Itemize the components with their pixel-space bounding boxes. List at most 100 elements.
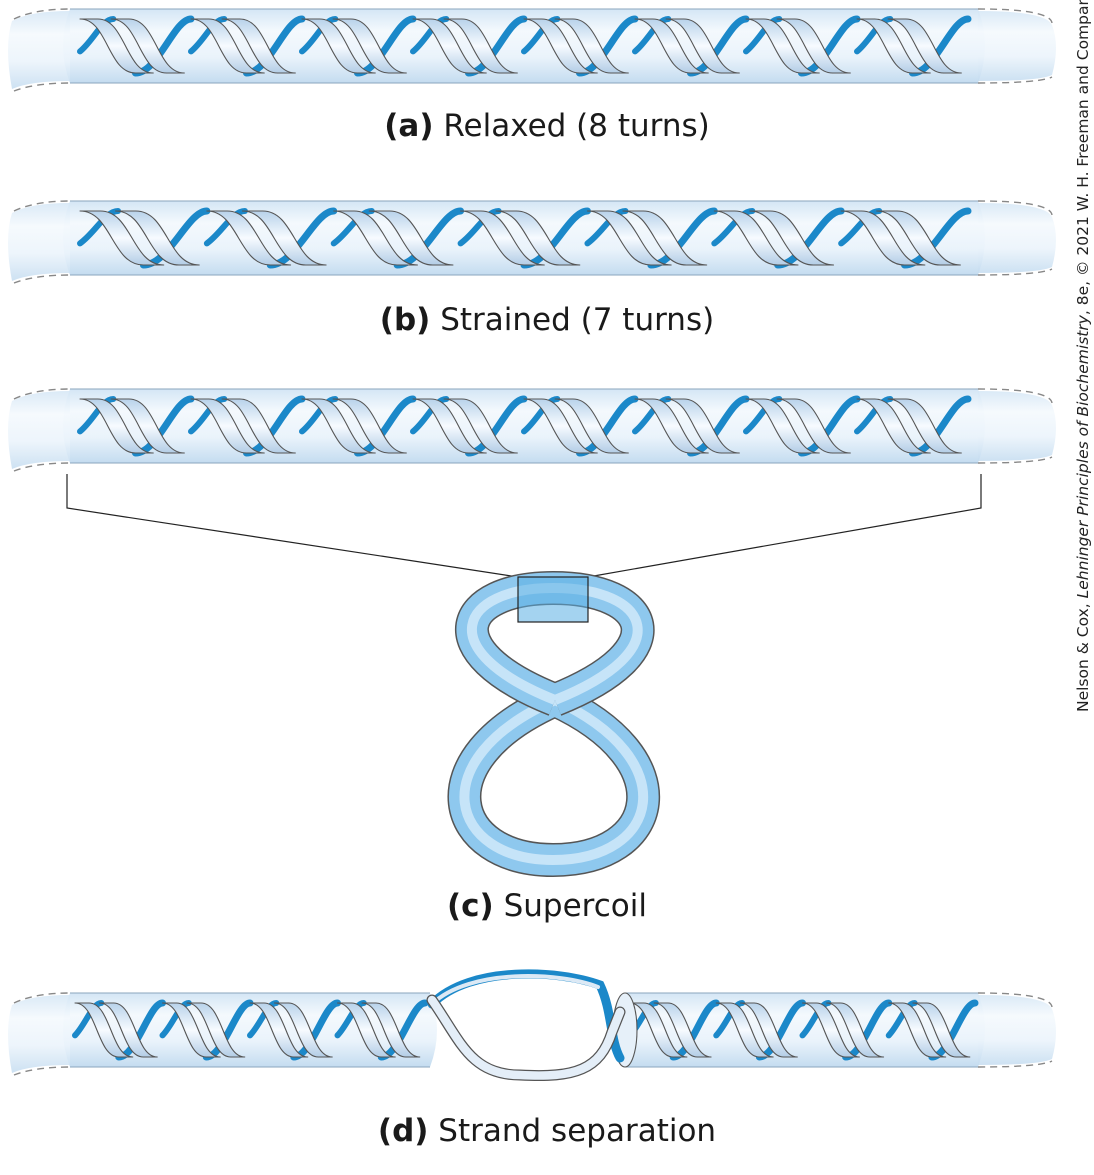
tube-end-left <box>8 391 70 469</box>
relaxed-front-strand <box>221 18 296 74</box>
left-segment-front-strand <box>186 1002 246 1058</box>
dashed-end-top-right <box>977 8 1053 24</box>
dashed-end-top-left <box>13 992 71 1004</box>
strained-back-strand <box>838 208 883 247</box>
segment-front-strand <box>190 398 265 454</box>
relaxed-back-strand <box>743 16 783 55</box>
dashed-end-bottom-right <box>977 268 1053 276</box>
segment-back-strand <box>410 396 450 435</box>
strained-front-strand <box>876 210 961 266</box>
left-segment-front-strand <box>361 1002 421 1058</box>
caption-text-c: Supercoil <box>503 888 647 924</box>
relaxed-front-strand <box>634 18 709 74</box>
relaxed-front-strand <box>856 18 931 74</box>
copyright-credit: Nelson & Cox, Lehninger Principles of Bi… <box>1074 0 1092 712</box>
caption-letter-c: (c) <box>447 888 494 924</box>
segment-front-strand <box>554 398 629 454</box>
relaxed-front-strand <box>79 18 154 74</box>
tube-end-left <box>8 11 70 89</box>
strained-front-strand <box>206 210 292 266</box>
relaxed-front-strand <box>554 18 629 74</box>
zoom-bracket <box>66 474 982 578</box>
strained-back-strand <box>77 208 122 247</box>
right-segment-front-strand <box>629 1002 688 1058</box>
segment-back-strand <box>77 396 117 435</box>
strained-back-strand <box>330 208 375 247</box>
relaxed-front-strand <box>332 18 407 74</box>
dashed-end-bottom-left <box>13 462 71 472</box>
relaxed-front-strand <box>745 18 820 74</box>
caption-text-a: Relaxed (8 turns) <box>443 108 710 144</box>
tube-end-right <box>978 203 1056 273</box>
zoom-box <box>517 576 589 623</box>
segment-front-strand <box>221 398 296 454</box>
segment-back-strand <box>632 396 672 435</box>
relaxed-dna-helix <box>8 8 1056 92</box>
segment-back-strand <box>188 396 228 435</box>
strained-front-strand <box>586 210 672 266</box>
dashed-end-bottom-right <box>977 1060 1053 1068</box>
right-segment-back-strand <box>885 1000 918 1039</box>
strained-front-strand <box>79 210 165 266</box>
dashed-end-bottom-left <box>13 82 71 92</box>
right-segment-front-strand <box>888 1002 947 1058</box>
strained-dna-helix <box>8 200 1056 284</box>
segment-front-strand <box>887 398 962 454</box>
credit-book-title: Lehninger Principles of Biochemistry <box>1074 315 1092 599</box>
strained-front-strand <box>840 210 926 266</box>
caption-text-d: Strand separation <box>438 1113 717 1149</box>
credit-publisher: , 8e, © 2021 W. H. Freeman and Company <box>1074 0 1092 316</box>
segment-front-strand <box>301 398 376 454</box>
caption-letter-a: (a) <box>384 108 434 144</box>
segment-front-strand <box>634 398 709 454</box>
dashed-end-bottom-left <box>13 274 71 284</box>
dashed-end-top-right <box>977 200 1053 216</box>
segment-front-strand <box>776 398 851 454</box>
caption-text-b: Strained (7 turns) <box>440 302 715 338</box>
caption-letter-d: (d) <box>377 1113 429 1149</box>
caption-relaxed: (a) Relaxed (8 turns) <box>0 108 1094 144</box>
caption-supercoil: (c) Supercoil <box>0 888 1094 924</box>
separated-strand-bottom <box>427 995 625 1080</box>
tube-end-left <box>8 203 70 281</box>
left-segment-back-strand <box>159 1000 192 1039</box>
strained-back-strand <box>711 208 756 247</box>
right-segment-back-strand <box>713 1000 746 1039</box>
segment-front-strand <box>745 398 820 454</box>
segment-back-strand <box>743 396 783 435</box>
segment-front-strand <box>110 398 185 454</box>
strained-front-strand <box>460 210 545 266</box>
strained-back-strand <box>584 208 629 247</box>
tube-end-left <box>8 995 70 1073</box>
left-segment-front-strand <box>74 1002 134 1058</box>
separated-strand-top-highlight <box>430 974 600 1006</box>
tube-end-right <box>978 391 1056 461</box>
segment-back-strand <box>299 396 339 435</box>
relaxed-front-strand <box>110 18 185 74</box>
segment-front-strand <box>443 398 518 454</box>
left-segment-back-strand <box>247 1000 280 1039</box>
dashed-end-top-left <box>13 388 71 400</box>
relaxed-back-strand <box>299 16 339 55</box>
relaxed-front-strand <box>523 18 598 74</box>
left-segment-front-strand <box>336 1002 396 1058</box>
caption-letter-b: (b) <box>379 302 431 338</box>
dashed-end-bottom-right <box>977 76 1053 84</box>
strained-front-strand <box>241 210 327 266</box>
dashed-end-top-right <box>977 992 1053 1008</box>
left-segment-back-strand <box>72 1000 105 1039</box>
dashed-end-top-right <box>977 388 1053 404</box>
relaxed-front-strand <box>665 18 740 74</box>
dashed-end-top-left <box>13 8 71 20</box>
segment-back-strand <box>521 396 561 435</box>
right-segment-front-strand <box>801 1002 860 1058</box>
right-segment-front-strand <box>739 1002 798 1058</box>
dashed-end-bottom-right <box>977 456 1053 464</box>
segment-front-strand <box>665 398 740 454</box>
dashed-end-top-left <box>13 200 71 212</box>
left-segment-front-strand <box>98 1002 158 1058</box>
segment-front-strand <box>332 398 407 454</box>
strained-front-strand <box>713 210 799 266</box>
relaxed-back-strand <box>410 16 450 55</box>
